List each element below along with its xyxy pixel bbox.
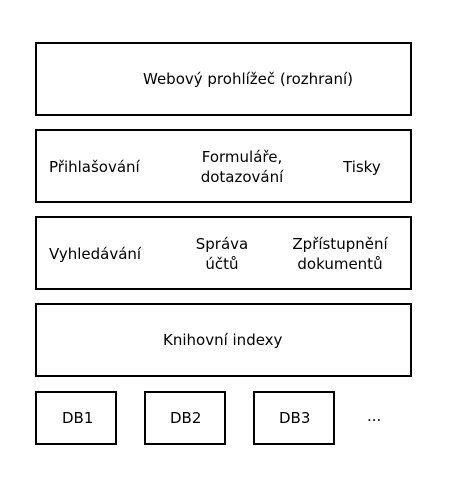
library-indexes-label: Knihovní indexy <box>163 331 283 349</box>
forms-query-module: Formuláře, dotazování <box>200 148 284 186</box>
database-label-1: DB1 <box>62 409 94 427</box>
login-module: Přihlašování <box>49 158 140 176</box>
database-label-3: DB3 <box>279 409 311 427</box>
application-top-layer: Přihlašování Formuláře, dotazování Tisky <box>35 129 412 203</box>
document-access-module: Zpřístupnění dokumentů <box>292 235 388 273</box>
application-middle-layer: Vyhledávání Správa účtů Zpřístupnění dok… <box>35 216 412 290</box>
search-module: Vyhledávání <box>49 245 142 263</box>
library-indexes-layer: Knihovní indexy <box>35 303 412 377</box>
account-management-module: Správa účtů <box>195 235 249 273</box>
prints-module: Tisky <box>343 158 381 176</box>
browser-layer: Webový prohlížeč (rozhraní) <box>35 42 412 116</box>
more-databases-ellipsis: ... <box>367 407 382 425</box>
database-box-1: DB1 <box>35 391 117 445</box>
database-box-3: DB3 <box>253 391 335 445</box>
database-label-2: DB2 <box>170 409 202 427</box>
browser-layer-label: Webový prohlížeč (rozhraní) <box>143 70 354 88</box>
database-box-2: DB2 <box>144 391 226 445</box>
